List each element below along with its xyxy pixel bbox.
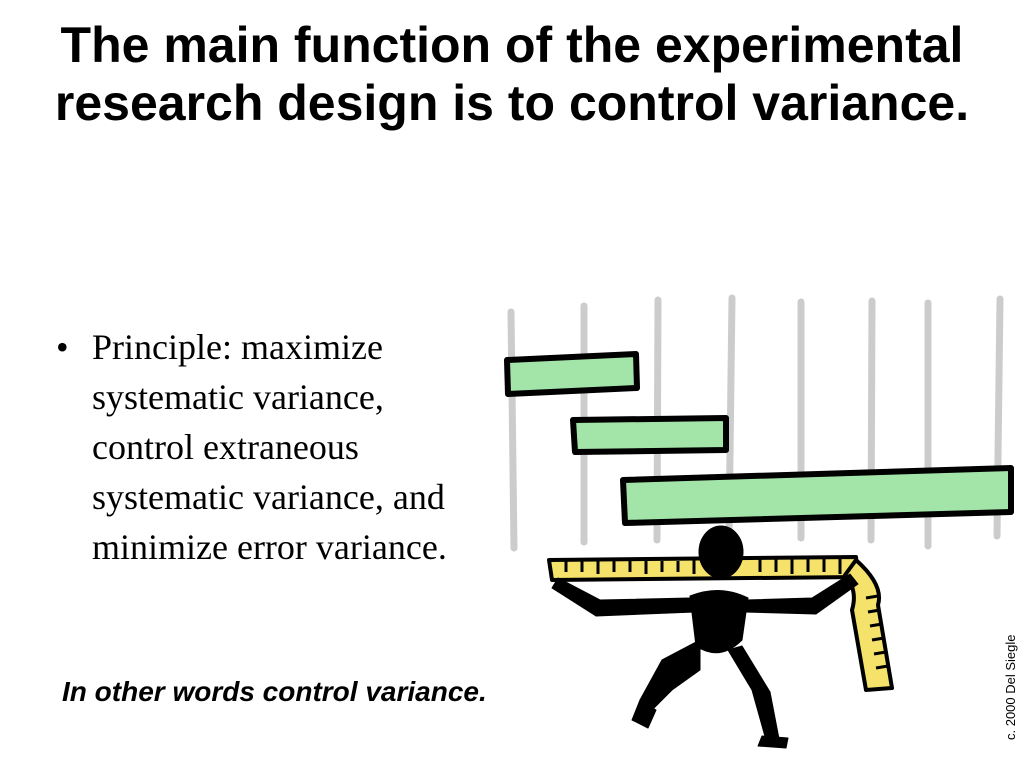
bullet-list: • Principle: maximize systematic varianc…: [52, 322, 482, 572]
slide-title: The main function of the experimental re…: [54, 17, 970, 131]
bullet-item: • Principle: maximize systematic varianc…: [52, 322, 482, 572]
measuring-person-illustration: [504, 294, 1014, 749]
bullet-symbol: •: [56, 327, 69, 367]
bar-short: [504, 351, 640, 397]
measuring-tape: [547, 555, 894, 692]
bar-long: [620, 465, 1014, 526]
person-silhouette: [551, 525, 859, 749]
chart-bars: [504, 351, 1014, 526]
copyright-text: c. 2000 Del Siegle: [1003, 634, 1018, 740]
bullet-text: Principle: maximize systematic variance,…: [92, 327, 447, 567]
footnote-text: In other words control variance.: [62, 676, 487, 707]
bar-medium: [570, 415, 729, 455]
